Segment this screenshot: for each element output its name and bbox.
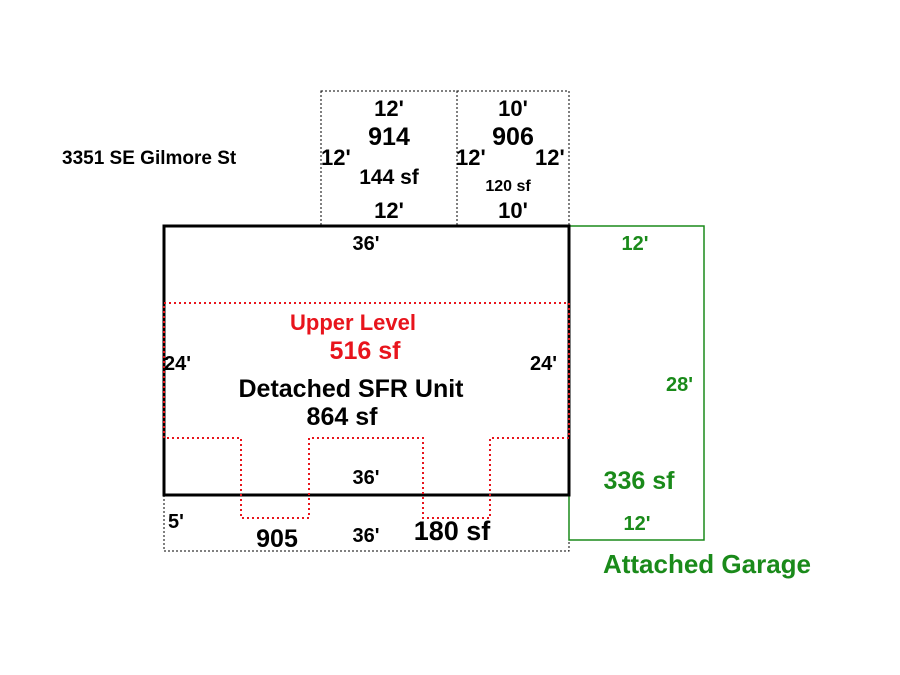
area-914-bottom-dim: 12': [374, 198, 404, 223]
area-914-area: 144 sf: [359, 166, 420, 189]
garage-top-dim: 12': [621, 233, 648, 255]
area-905-code: 905: [256, 525, 298, 553]
address-label: 3351 SE Gilmore St: [62, 148, 237, 169]
area-914-left-dim: 12': [321, 145, 351, 170]
garage-right-dim: 28': [666, 374, 693, 396]
area-906-outline: [456, 90, 570, 227]
upper-level-area: 516 sf: [330, 337, 402, 365]
area-906-top-dim: 10': [498, 96, 528, 121]
garage-label: Attached Garage: [603, 549, 811, 579]
upper-level-outline: [163, 302, 570, 519]
main-unit-outline: [162, 224, 571, 497]
area-906-code: 906: [492, 123, 534, 151]
garage-bottom-dim: 12': [623, 513, 650, 535]
main-top-dim: 36': [352, 233, 379, 255]
area-906-left-dim: 12': [456, 145, 486, 170]
garage-area: 336 sf: [604, 467, 676, 495]
area-914-top-dim: 12': [374, 96, 404, 121]
area-914-code: 914: [368, 123, 410, 151]
main-unit-area: 864 sf: [307, 403, 379, 431]
area-905-side-dim: 5': [168, 511, 184, 533]
main-left-dim: 24': [164, 353, 191, 375]
area-906-right-dim: 12': [535, 145, 565, 170]
main-unit-label: Detached SFR Unit: [238, 375, 464, 403]
area-906-area: 120 sf: [485, 178, 531, 195]
area-905-area: 180 sf: [414, 516, 492, 546]
area-914-outline: [320, 90, 458, 227]
upper-level-label: Upper Level: [290, 310, 416, 335]
main-bottom-dim: 36': [352, 467, 379, 489]
area-906-bottom-dim: 10': [498, 198, 528, 223]
area-905-bottom-dim: 36': [352, 525, 379, 547]
main-right-dim: 24': [530, 353, 557, 375]
